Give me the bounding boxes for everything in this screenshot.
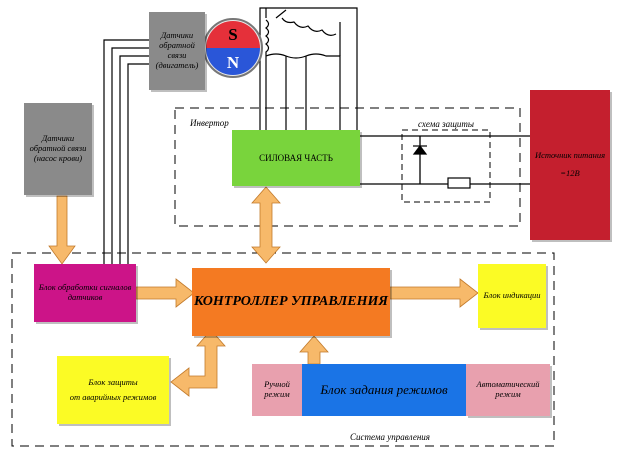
emergency-line2: от аварийных режимов (69, 391, 157, 402)
inverter-boundary (174, 107, 521, 227)
indication-block: Блок индикации (478, 264, 546, 328)
power-source-line2: =12В (560, 168, 580, 178)
inverter-label: Инвертор (189, 118, 229, 128)
arrow-pump-to-signal (48, 195, 76, 265)
power-source-line1: Источник питания (534, 150, 606, 161)
magnet-north-label: N (227, 53, 240, 72)
auto-mode-block: Автоматический режим (466, 364, 550, 416)
emergency-protection-block: Блок защиты от аварийных режимов (57, 356, 169, 424)
magnet-south-half (206, 21, 260, 48)
emergency-line1: Блок защиты (88, 376, 138, 387)
power-part-block: СИЛОВАЯ ЧАСТЬ (232, 130, 360, 186)
magnet-south-label: S (228, 25, 237, 44)
power-lines (360, 135, 530, 185)
control-system-boundary (11, 252, 555, 447)
motor-winding (259, 7, 358, 130)
modes-block: Блок задания режимов (302, 364, 466, 416)
protection-boundary (401, 129, 491, 203)
arrow-emergency-controller (170, 329, 226, 397)
arrows (48, 186, 479, 397)
signal-processing-block: Блок обработки сигналов датчиков (34, 264, 136, 322)
manual-mode-block: Ручной режим (252, 364, 302, 416)
resistor-symbol (447, 177, 471, 189)
protection-label: схема защиты (418, 119, 474, 129)
arrow-signal-to-controller (135, 278, 195, 308)
arrow-modes-to-controller (299, 335, 329, 365)
magnet-north-half (206, 48, 260, 75)
motor-sensor-block: Датчики обратной связи (двигатель) (149, 12, 205, 90)
diode-symbol (412, 145, 428, 155)
pump-sensor-block: Датчики обратной связи (насос крови) (24, 103, 92, 195)
magnet-icon (203, 18, 263, 78)
control-system-label: Система управления (350, 432, 430, 442)
arrow-power-controller (251, 186, 281, 264)
arrow-controller-indication (389, 278, 479, 308)
sensor-wires (103, 39, 150, 270)
power-source-block: Источник питания =12В (530, 90, 610, 240)
controller-block: КОНТРОЛЛЕР УПРАВЛЕНИЯ (192, 268, 390, 336)
